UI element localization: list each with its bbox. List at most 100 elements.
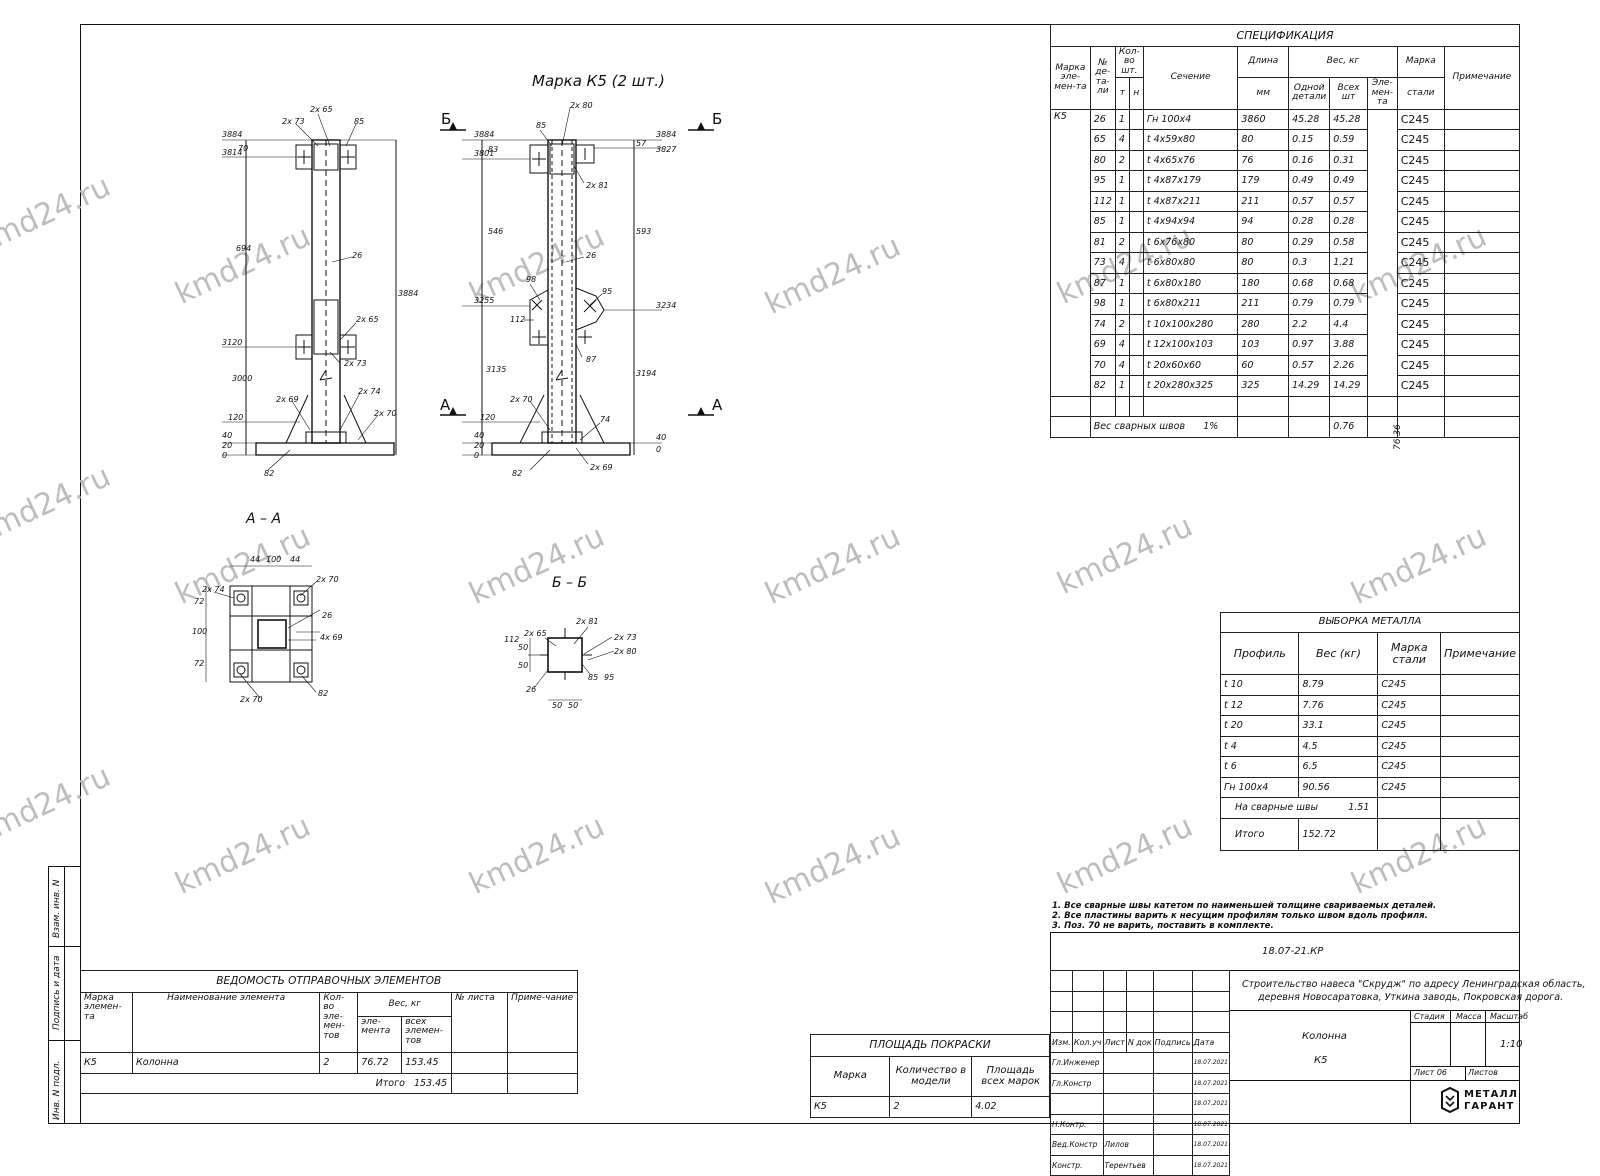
- spec-cell-qty-t: 1: [1114, 108, 1130, 131]
- elev2-callout-98: 98: [526, 275, 537, 284]
- elev2-level-40-right: 40: [656, 433, 667, 442]
- spec-weld-empty: [1050, 416, 1091, 438]
- spec-cell-note: [1443, 272, 1521, 295]
- elev1-level-3884: 3884: [222, 130, 243, 139]
- bb-dim-50-h1: 50: [552, 701, 563, 710]
- elev2-callout-74: 74: [600, 415, 611, 424]
- spec-cell-section: t 12х100х103: [1142, 334, 1239, 356]
- spec-cell-wall: 45.28: [1329, 108, 1368, 131]
- spec-cell-w1: 0.49: [1288, 170, 1331, 192]
- stamp-h-scale: Масштаб: [1490, 1012, 1529, 1021]
- spec-cell-wall: 2.26: [1329, 354, 1368, 377]
- spec-cell-length: 180: [1237, 272, 1290, 295]
- metal-cell-note: [1440, 776, 1520, 798]
- elev2-level-3801: 3801: [474, 149, 495, 158]
- aa-callout-2x70-a: 2х 70: [316, 575, 339, 584]
- spec-cell-w1: 0.15: [1288, 129, 1331, 151]
- bb-callout-112: 112: [504, 635, 520, 644]
- spec-cell-steel: С245: [1396, 108, 1445, 131]
- spec-cell-note: [1443, 354, 1521, 377]
- elev2-dim-3194: 3194: [636, 369, 657, 378]
- spec-cell-qty-n: [1128, 149, 1144, 172]
- spec-cell-steel: С245: [1396, 190, 1445, 213]
- paint-h-mark: Марка: [809, 1056, 891, 1097]
- stamp-role: Гл.Констр: [1050, 1072, 1104, 1094]
- stamp-h-podp: Подпись: [1152, 1031, 1193, 1053]
- cut-mark-b-left: Б: [441, 110, 452, 128]
- stamp-role: Н.Контр.: [1050, 1113, 1104, 1135]
- spec-cell-welem: [1366, 108, 1398, 397]
- stamp-right-divider-v2: [1450, 1010, 1451, 1066]
- bb-callout-26: 26: [526, 685, 537, 694]
- stamp-signature: [1152, 1134, 1193, 1156]
- spec-cell-qty-t: 4: [1114, 129, 1130, 151]
- aa-dim-100-v: 100: [192, 627, 208, 636]
- spec-cell-length: 80: [1237, 231, 1290, 254]
- spec-cell-w1: 0.16: [1288, 149, 1331, 172]
- spec-cell-length: 325: [1237, 375, 1290, 397]
- elev1-level-0: 0: [222, 451, 228, 460]
- note-2: 2. Все пластины варить к несущим профиля…: [1052, 911, 1428, 921]
- spec-cell-qty-t: 2: [1114, 313, 1130, 336]
- stamp-h-koluch: Кол.уч: [1071, 1031, 1104, 1053]
- spec-h-note: Примечание: [1443, 46, 1521, 110]
- stamp-signature: [1152, 1072, 1193, 1094]
- spec-cell-steel: С245: [1396, 231, 1445, 254]
- spec-cell-qty-t: 1: [1114, 272, 1130, 295]
- spec-cell-length: 280: [1237, 313, 1290, 336]
- stamp-person: [1102, 1052, 1154, 1074]
- spec-cell-length: 211: [1237, 190, 1290, 213]
- spec-cell-no: 80: [1089, 149, 1116, 172]
- spec-h-mark: Марка эле-мен-та: [1050, 46, 1091, 110]
- aa-callout-2x70-b: 2х 70: [240, 695, 263, 704]
- stamp-h-mass: Масса: [1456, 1012, 1482, 1021]
- spec-cell-qty-n: [1128, 108, 1144, 131]
- stamp-scale: 1:10: [1500, 1039, 1523, 1050]
- elev1-callout-2x73-a: 2х 73: [282, 117, 305, 126]
- stamp-sheets: Листов: [1468, 1068, 1498, 1077]
- company-logo: МЕТАЛЛ ГАРАНТ: [1440, 1086, 1517, 1116]
- ship-h-qty: Кол-во эле-мен-тов: [319, 992, 359, 1053]
- spec-cell-steel: С245: [1396, 313, 1445, 336]
- spec-cell-note: [1443, 252, 1521, 274]
- spec-cell-qty-t: 2: [1114, 149, 1130, 172]
- drawing-title: Марка К5 (2 шт.): [532, 72, 665, 90]
- spec-weld-value: 0.76: [1329, 416, 1368, 438]
- elev1-level-20: 20: [222, 441, 233, 450]
- metal-cell-weight: 90.56: [1298, 776, 1379, 798]
- stamp-date: 18.07.2021: [1191, 1154, 1231, 1176]
- metal-cell-note: [1440, 694, 1520, 716]
- elev2-level-0-right: 0: [656, 445, 662, 454]
- metal-weld-row: На сварные швы 1.51: [1219, 797, 1379, 819]
- elev1-callout-85: 85: [354, 117, 365, 126]
- stamp-right-divider-v3: [1485, 1010, 1486, 1066]
- aa-callout-2x74: 2х 74: [202, 585, 225, 594]
- spec-title: СПЕЦИФИКАЦИЯ: [1050, 24, 1520, 47]
- spec-cell-section: t 6х80х180: [1142, 272, 1239, 295]
- bb-callout-2x65: 2х 65: [524, 629, 547, 638]
- logo-mark-icon: [1441, 1086, 1459, 1114]
- spec-cell-qty-n: [1128, 272, 1144, 295]
- spec-cell-qty-n: [1128, 231, 1144, 254]
- metal-h-weight: Вес (кг): [1298, 632, 1379, 675]
- spec-cell-section: t 6х80х211: [1142, 293, 1239, 315]
- elev1-callout-2x70: 2х 70: [374, 409, 397, 418]
- spec-cell-section: t 6х76х80: [1142, 231, 1239, 254]
- spec-cell-length: 80: [1237, 252, 1290, 274]
- elev2-callout-95: 95: [602, 287, 613, 296]
- spec-h-weight: Вес, кг: [1288, 45, 1398, 79]
- stamp-grid: Изм. Кол.уч Лист N док Подпись Дата Гл.И…: [1050, 970, 1231, 1176]
- spec-cell-section: t 4х59х80: [1142, 129, 1239, 151]
- spec-cell-length: 103: [1237, 334, 1290, 356]
- spec-cell-w1: 0.28: [1288, 211, 1331, 233]
- stamp-role: [1050, 1093, 1104, 1115]
- elev2-callout-112: 112: [510, 315, 526, 324]
- metal-cell-profile: t 12: [1219, 694, 1300, 716]
- spec-cell-w1: 0.68: [1288, 272, 1331, 295]
